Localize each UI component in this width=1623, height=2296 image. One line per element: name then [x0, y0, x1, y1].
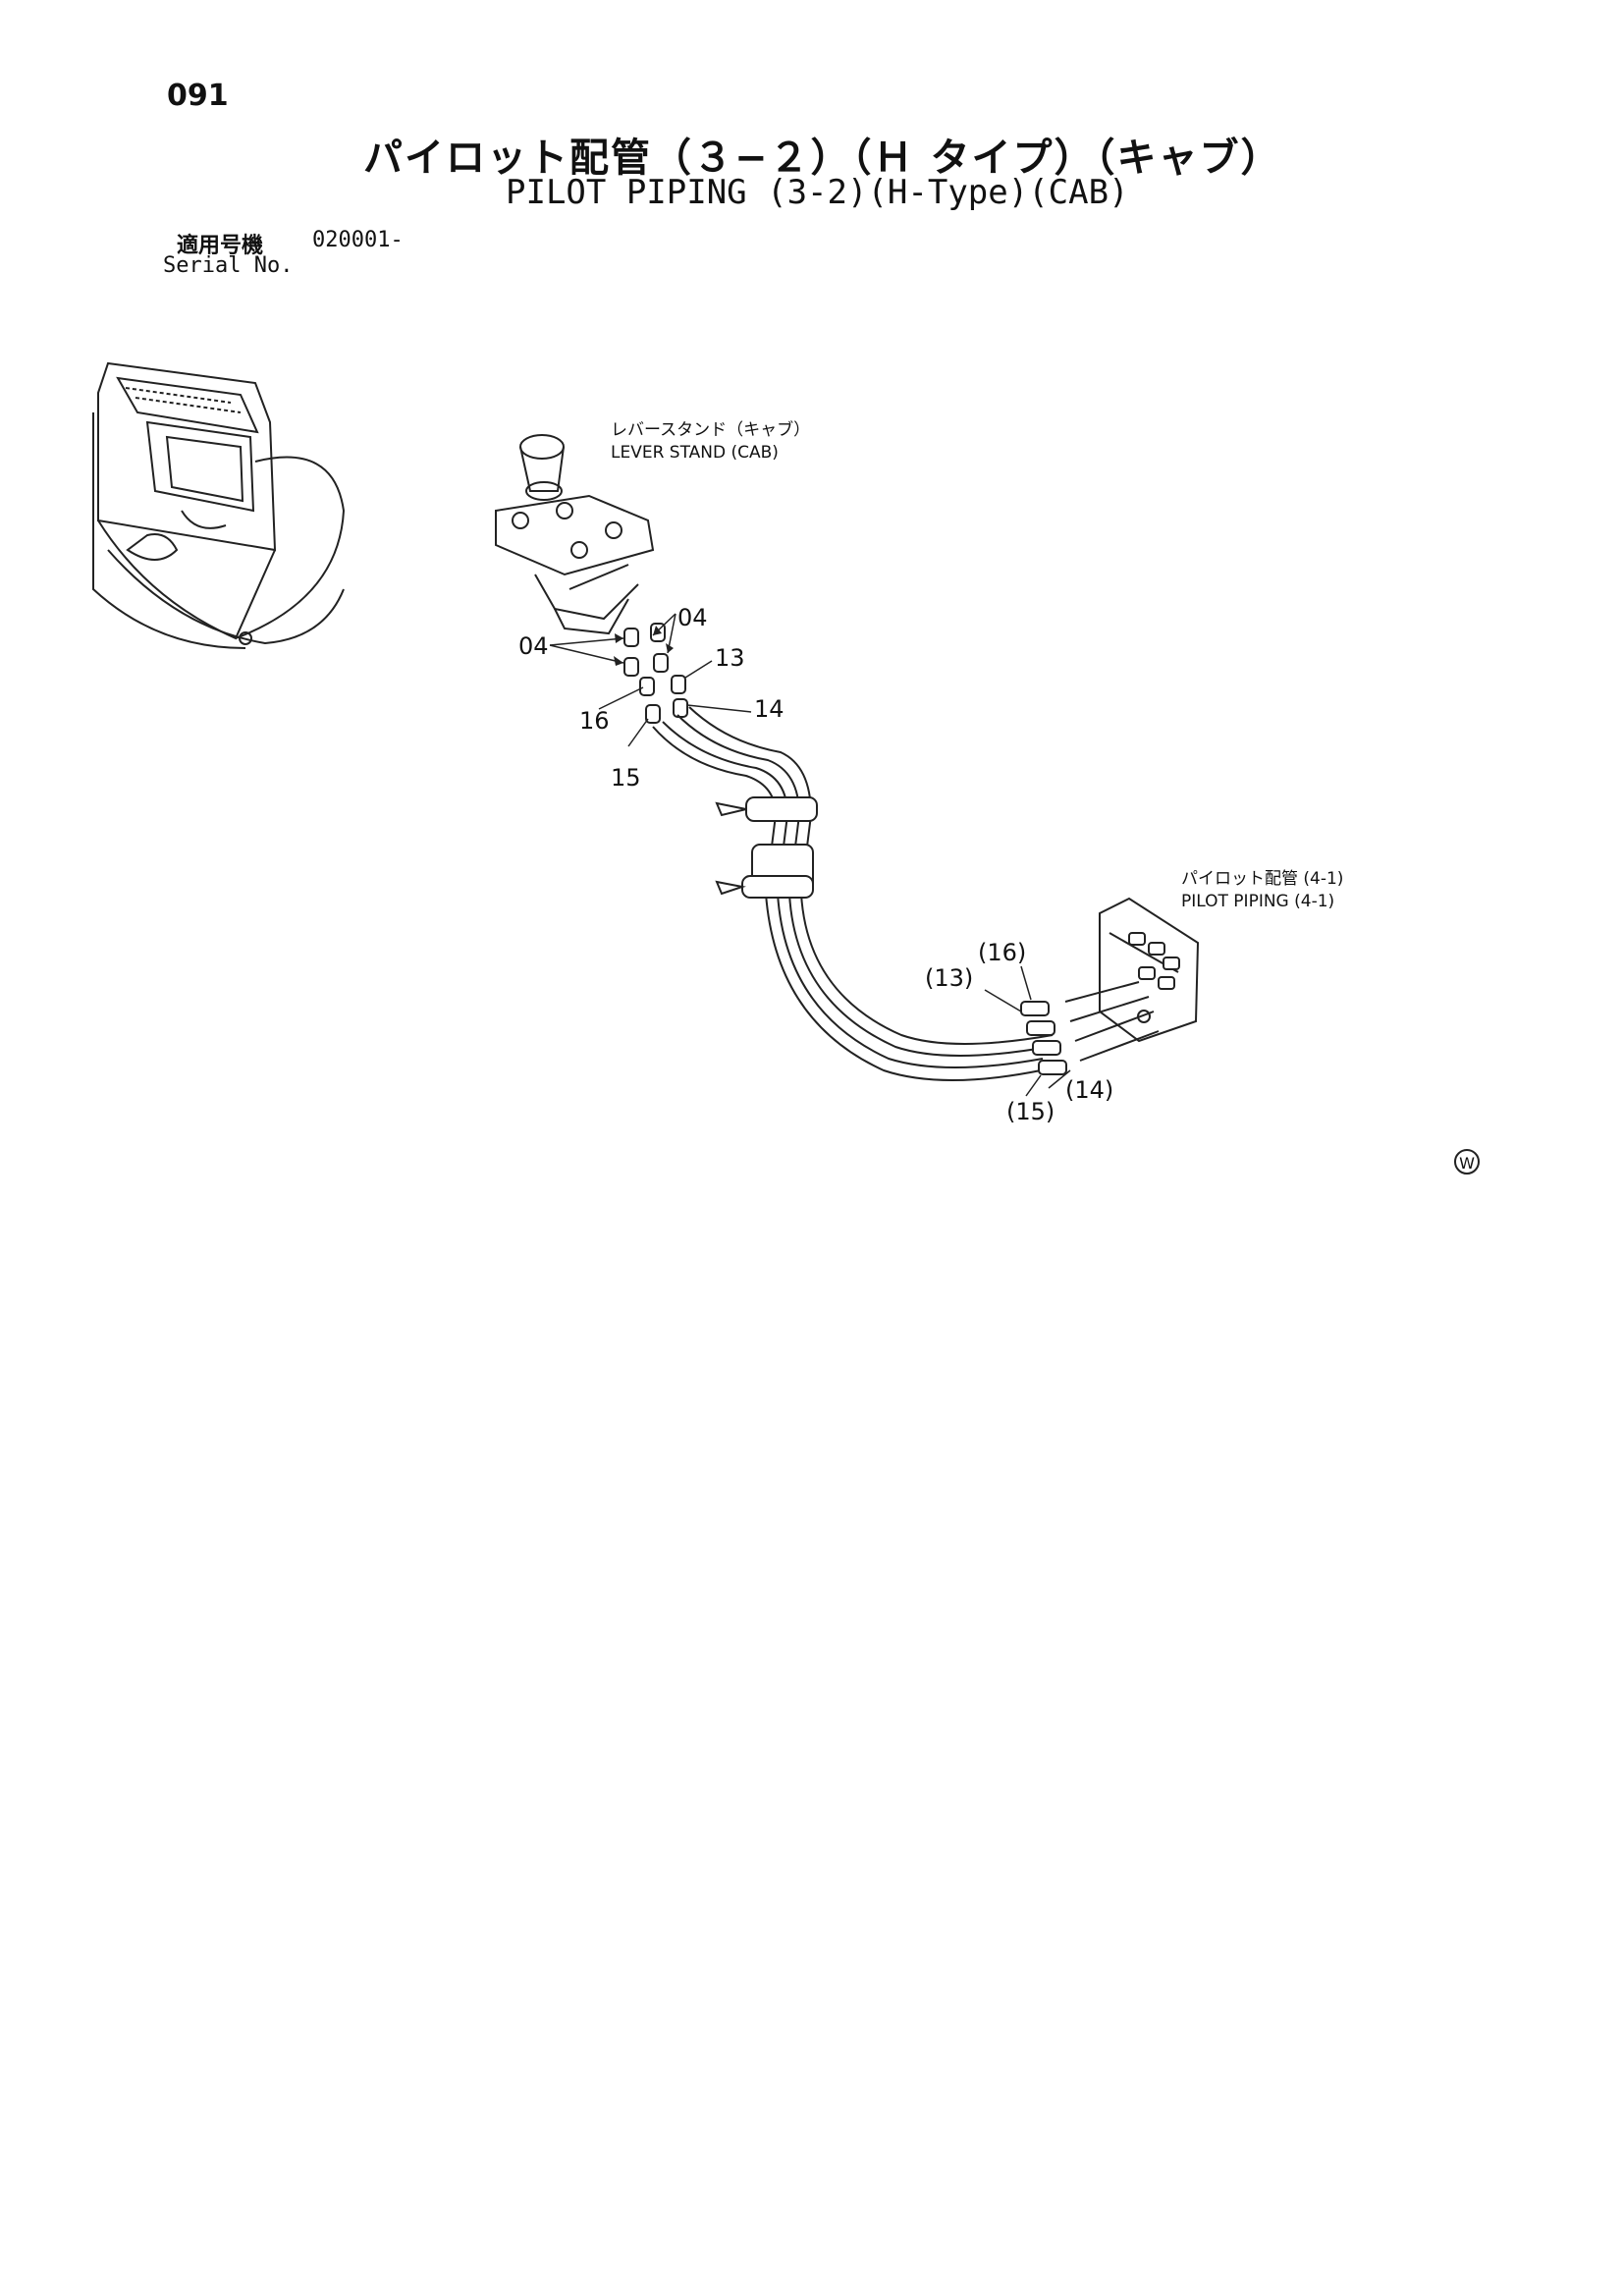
lever-stand-illustration: [495, 434, 655, 635]
pilot-piping-label-en: PILOT PIPING (4-1): [1181, 892, 1334, 911]
page-number: 091: [167, 79, 229, 113]
lever-stand-label-jp: レバースタンド（キャブ）: [611, 419, 810, 440]
callout-13: 13: [715, 644, 745, 672]
callout-13-ref: (13): [925, 964, 973, 992]
callout-04-left: 04: [518, 632, 549, 660]
leader-lines: [549, 613, 1071, 1097]
diagram-labels: レバースタンド（キャブ） LEVER STAND (CAB) パイロット配管 (…: [518, 419, 1343, 1125]
fittings-upper: [623, 623, 688, 724]
lever-stand-label-en: LEVER STAND (CAB): [611, 443, 779, 463]
callout-16-ref: (16): [978, 939, 1026, 966]
pilot-hoses: [652, 706, 1054, 1081]
circled-w-text: W: [1459, 1154, 1475, 1173]
page-title-jp: パイロット配管（３−２）（Ｈ タイプ）（キャブ）: [363, 136, 1282, 181]
cab-thumbnail-illustration: [92, 361, 346, 649]
hose-clamps: [715, 796, 818, 899]
callout-16: 16: [579, 707, 610, 735]
pilot-piping-label-jp: パイロット配管 (4-1): [1181, 869, 1343, 889]
pilot-block-bracket: [1064, 897, 1200, 1062]
circled-w-mark: W: [1454, 1149, 1480, 1175]
serial-label-jp: 適用号機: [177, 234, 264, 258]
callout-15: 15: [611, 764, 641, 792]
serial-label-en: Serial No.: [163, 253, 294, 278]
callout-14: 14: [754, 695, 784, 723]
page-title-en: PILOT PIPING (3-2)(H-Type)(CAB): [506, 173, 1129, 212]
fittings-lower: [1020, 1001, 1067, 1075]
callout-04-right: 04: [677, 604, 708, 631]
serial-value: 020001-: [312, 228, 404, 252]
callout-14-ref: (14): [1065, 1076, 1113, 1104]
callout-15-ref: (15): [1006, 1098, 1055, 1125]
leader-arrowheads: [614, 626, 674, 666]
